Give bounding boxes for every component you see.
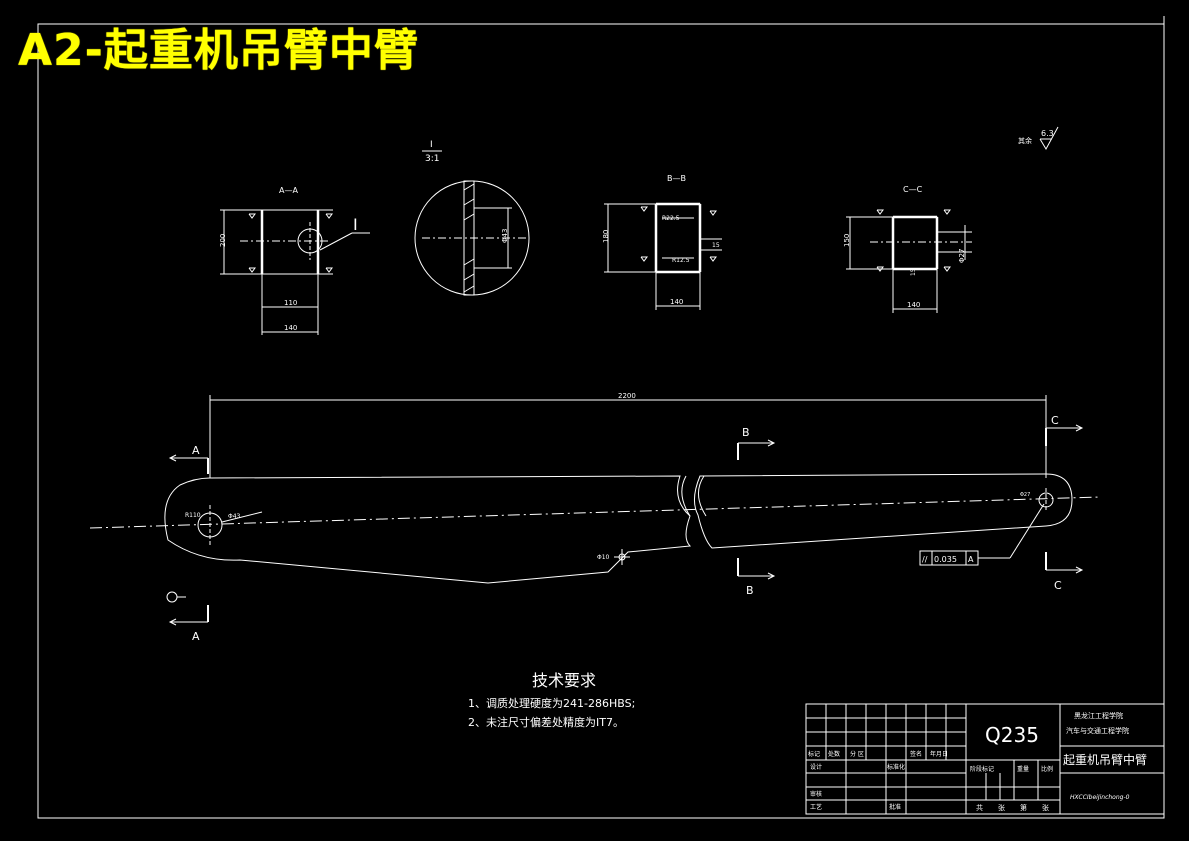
role-standard: 标准化 bbox=[887, 763, 905, 771]
drawing-no: HXCCIbeiJinchong-0 bbox=[1070, 794, 1130, 801]
section-aa-outer-width: 140 bbox=[284, 324, 297, 332]
mark-c-top: C bbox=[1051, 414, 1059, 427]
roughness-mark: 其余 6.3 bbox=[1018, 126, 1059, 151]
roughness-value: 6.3 bbox=[1041, 129, 1054, 138]
requirements-heading: 技术要求 bbox=[532, 671, 596, 690]
mark-b-top: B bbox=[742, 426, 750, 439]
section-cc-label: C—C bbox=[903, 185, 923, 194]
section-bb-radius-bottom: R12.5 bbox=[672, 257, 690, 264]
main-dia-left: Φ43 bbox=[228, 513, 241, 520]
section-bb-gap: 15 bbox=[712, 242, 720, 249]
section-aa-callout: I bbox=[353, 215, 358, 234]
part-name: 起重机吊臂中臂 bbox=[1063, 752, 1147, 767]
main-dia-right: Φ27 bbox=[1020, 492, 1030, 498]
main-rad-left: R110 bbox=[185, 512, 201, 519]
main-view: 2200 R110 Φ43 Φ27 Φ10 // 0.035 A bbox=[89, 392, 1101, 603]
main-length: 2200 bbox=[618, 392, 636, 400]
school-2: 汽车与交通工程学院 bbox=[1066, 726, 1129, 735]
mark-b-bottom: B bbox=[746, 584, 754, 597]
requirement-1: 1、调质处理硬度为241-286HBS; bbox=[468, 696, 635, 710]
section-cc-height: 150 bbox=[843, 234, 851, 247]
section-aa-height: 200 bbox=[219, 234, 227, 247]
main-hole: Φ10 bbox=[597, 554, 610, 561]
title-block-text: Q235 黑龙江工程学院 汽车与交通工程学院 起重机吊臂中臂 HXCCIbeiJ… bbox=[808, 711, 1147, 812]
section-bb-height: 180 bbox=[602, 230, 610, 243]
detail-scale: 3:1 bbox=[425, 154, 439, 164]
section-bb-label: B—B bbox=[667, 174, 686, 183]
cut-marks: A A B B C C bbox=[168, 414, 1084, 643]
stage-header-2: 重量 bbox=[1017, 765, 1029, 773]
tolerance-value: 0.035 bbox=[934, 555, 957, 564]
detail-dim: Φ43 bbox=[501, 229, 509, 243]
detail-i: I 3:1 Φ43 bbox=[414, 140, 530, 296]
section-bb-radius-top: R22.5 bbox=[662, 215, 680, 222]
rev-header-1: 标记 bbox=[808, 750, 820, 758]
tolerance-symbol: // bbox=[922, 555, 928, 564]
section-aa-label: A—A bbox=[279, 186, 298, 195]
section-cc-width: 140 bbox=[907, 301, 920, 309]
sheet-3: 第 bbox=[1020, 803, 1027, 812]
section-aa-inner-width: 110 bbox=[284, 299, 297, 307]
roughness-label: 其余 bbox=[1018, 136, 1032, 145]
role-approve: 批准 bbox=[889, 803, 901, 811]
requirement-2: 2、未注尺寸偏差处精度为IT7。 bbox=[468, 715, 624, 729]
sheet-4: 张 bbox=[1042, 803, 1049, 812]
section-bb: B—B R22.5 R12.5 180 140 15 bbox=[602, 174, 722, 310]
mark-a-top: A bbox=[192, 444, 200, 457]
section-aa: A—A 200 110 140 I bbox=[219, 186, 370, 335]
section-bb-width: 140 bbox=[670, 298, 683, 306]
inner-frame bbox=[37, 23, 1165, 819]
drawing-title: A2-起重机吊臂中臂 bbox=[18, 25, 419, 76]
title-block bbox=[805, 703, 1165, 815]
tolerance-datum: A bbox=[968, 555, 974, 564]
mark-c-bottom: C bbox=[1054, 579, 1062, 592]
sheet-2: 张 bbox=[998, 803, 1005, 812]
role-review: 审核 bbox=[810, 790, 822, 798]
rev-header-2: 处数 bbox=[828, 750, 840, 758]
sheet-1: 共 bbox=[976, 803, 983, 812]
detail-name: I bbox=[430, 140, 433, 150]
rev-header-3: 分 区 bbox=[850, 750, 864, 758]
stage-header-1: 阶段标记 bbox=[970, 765, 994, 773]
rev-header-5: 签名 bbox=[910, 750, 922, 758]
mark-a-bottom: A bbox=[192, 630, 200, 643]
material: Q235 bbox=[985, 723, 1039, 747]
section-cc: C—C 150 140 Φ27 15 bbox=[843, 185, 972, 313]
section-cc-dim: Φ27 bbox=[958, 249, 966, 263]
section-cc-gap: 15 bbox=[910, 268, 917, 276]
role-design: 设计 bbox=[810, 763, 822, 771]
technical-requirements: 技术要求 1、调质处理硬度为241-286HBS; 2、未注尺寸偏差处精度为IT… bbox=[468, 671, 635, 729]
rev-header-6: 年月日 bbox=[930, 750, 948, 758]
role-process: 工艺 bbox=[810, 803, 822, 811]
stage-header-3: 比例 bbox=[1041, 765, 1053, 773]
school-1: 黑龙江工程学院 bbox=[1074, 711, 1123, 720]
